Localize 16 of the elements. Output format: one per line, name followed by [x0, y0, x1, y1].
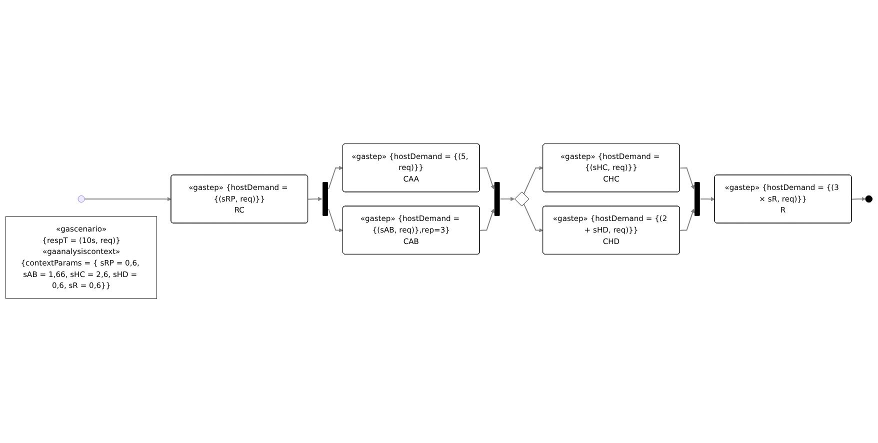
- arrow: [500, 197, 515, 202]
- arrow: [328, 166, 344, 190]
- node-box: [6, 216, 158, 300]
- arrow: [479, 209, 495, 232]
- arrow: [308, 197, 322, 202]
- arrow: [328, 208, 344, 233]
- arrow: [479, 168, 495, 190]
- arrow: [679, 209, 695, 232]
- arrow: [523, 166, 544, 195]
- arrow: [679, 168, 695, 190]
- arrow: [84, 197, 172, 202]
- arrow: [700, 197, 715, 202]
- node-circle: [78, 196, 85, 203]
- node-diamond: [514, 192, 530, 207]
- arrow: [851, 197, 866, 202]
- arrow: [523, 204, 544, 233]
